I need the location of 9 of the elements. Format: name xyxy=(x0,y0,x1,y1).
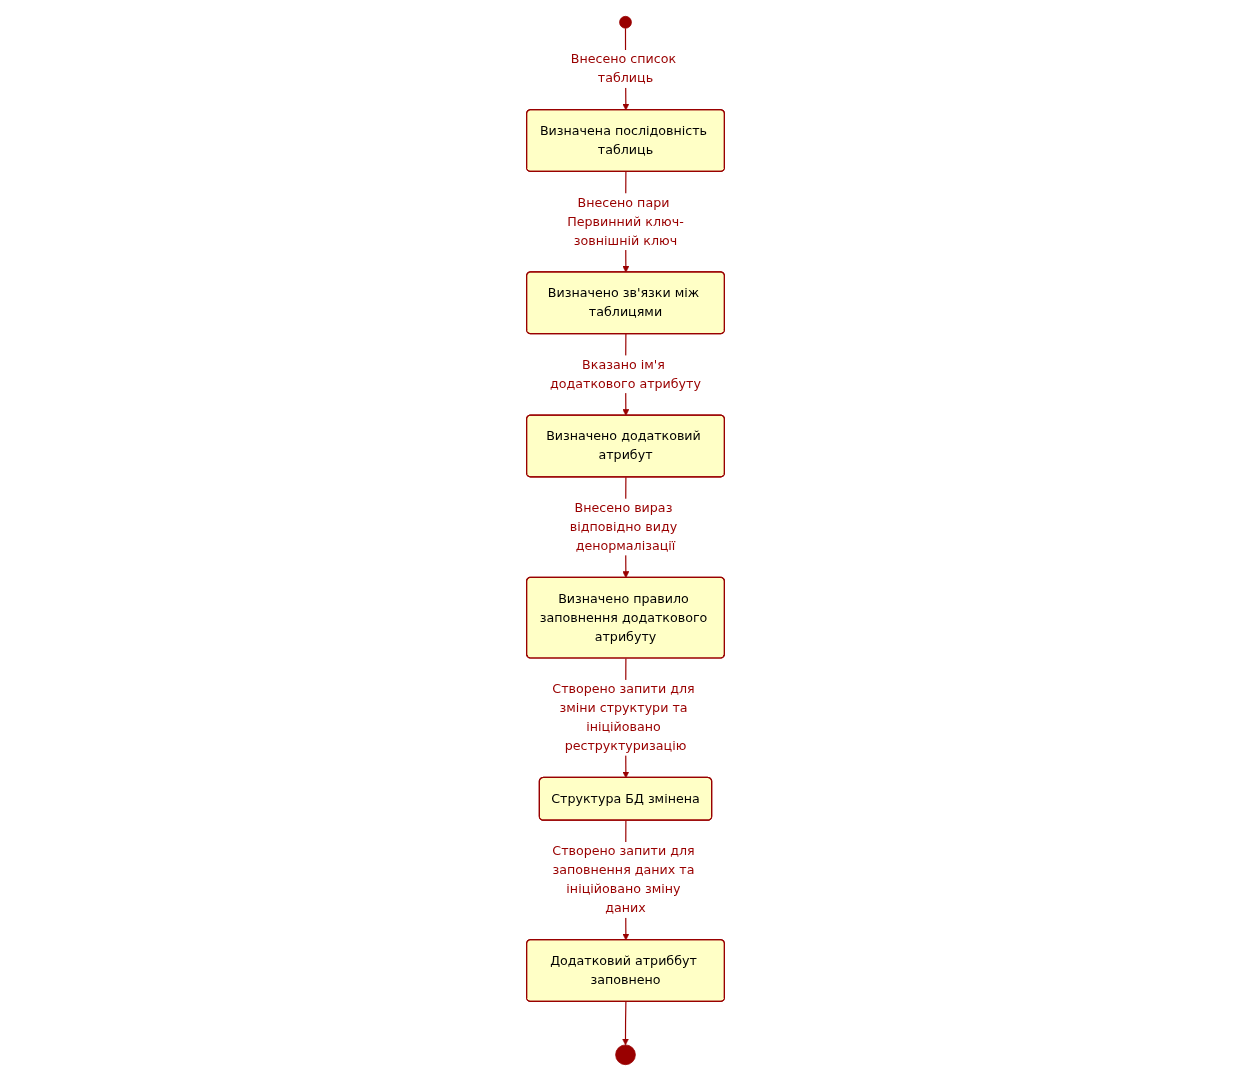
edge-label: Внесено список таблиць xyxy=(570,51,677,86)
edge-label: Внесено вираз відповідно виду денормалізації xyxy=(569,500,678,554)
node-circle xyxy=(615,1044,636,1066)
node-circle xyxy=(619,15,632,29)
edge-label: Створено запити для заповнення даних та ініційовано зміну даних xyxy=(552,843,695,916)
edge-label: Вказано ім'я додаткового атрибуту xyxy=(550,356,701,391)
edge-label: Створено запити для зміни структури та ініційовано реструктуризацію xyxy=(552,681,695,754)
arrow xyxy=(622,1001,629,1046)
edge-label: Внесено пари Первинний ключ-зовнішній ключ xyxy=(567,194,684,248)
